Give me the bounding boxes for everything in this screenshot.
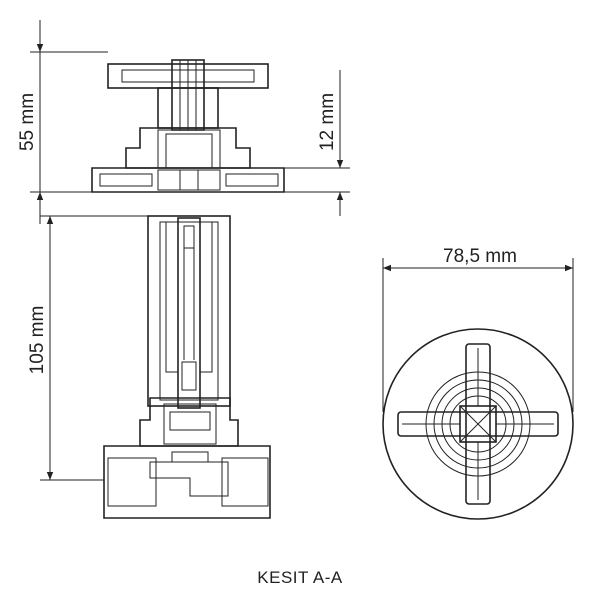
dimension-stem-length: 105 mm bbox=[27, 215, 148, 481]
thread-right bbox=[197, 169, 221, 191]
head-section bbox=[91, 59, 285, 193]
stem-length-label: 105 mm bbox=[27, 306, 48, 375]
outer-rim bbox=[382, 328, 574, 520]
dimension-flange-height: 12 mm bbox=[284, 70, 350, 216]
stem-tube bbox=[147, 215, 231, 407]
flange-height-label: 12 mm bbox=[317, 93, 338, 151]
diameter-label: 78,5 mm bbox=[443, 246, 517, 267]
spindle bbox=[177, 217, 201, 409]
stem-section bbox=[103, 215, 271, 519]
top-view bbox=[382, 328, 574, 520]
dimension-head-height: 55 mm bbox=[17, 20, 108, 224]
spindle-thread bbox=[181, 361, 197, 391]
thread-left bbox=[157, 169, 181, 191]
valve-body bbox=[103, 445, 271, 519]
cross-handle bbox=[397, 343, 559, 505]
dimension-diameter: 78,5 mm bbox=[382, 246, 574, 412]
head-height-label: 55 mm bbox=[17, 93, 38, 151]
section-caption: KESIT A-A bbox=[257, 568, 343, 587]
base-flange bbox=[91, 167, 285, 193]
